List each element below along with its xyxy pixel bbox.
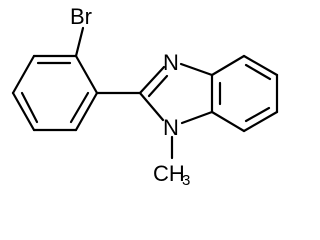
double-bond-inner-2 — [20, 91, 39, 124]
methyl-subscript: 3 — [182, 172, 190, 189]
methyl-label: CH — [153, 161, 185, 186]
bond-c6-c7 — [242, 110, 279, 133]
bond-n1-c2 — [138, 91, 165, 122]
benzo-double-bond-1 — [244, 63, 272, 81]
nitrogen-bottom-label: N — [163, 115, 179, 140]
benzo-double-bond-2 — [244, 106, 271, 123]
double-bond-c2-n3 — [147, 74, 169, 98]
bond-c7-c7a — [210, 110, 246, 133]
structure-canvas: Br N N CH 3 — [11, 4, 279, 189]
bond-c3a-c4 — [210, 54, 246, 77]
bond-c4-c5 — [11, 91, 36, 132]
bond-c2-n3 — [138, 65, 166, 95]
nitrogen-top-label: N — [163, 50, 179, 75]
bond-n3-c3a — [179, 62, 214, 77]
double-bond-inner-3 — [69, 91, 90, 124]
bond-c7a-n1 — [180, 110, 214, 125]
bond-c3-c4 — [11, 54, 36, 95]
bond-c1-c2 — [74, 54, 99, 95]
bromine-label: Br — [70, 4, 92, 29]
bond-c4-c5 — [242, 54, 279, 77]
bond-c6-c1 — [74, 91, 99, 132]
molecule-diagram: Br N N CH 3 — [11, 4, 279, 189]
bond-c-br — [74, 26, 85, 58]
